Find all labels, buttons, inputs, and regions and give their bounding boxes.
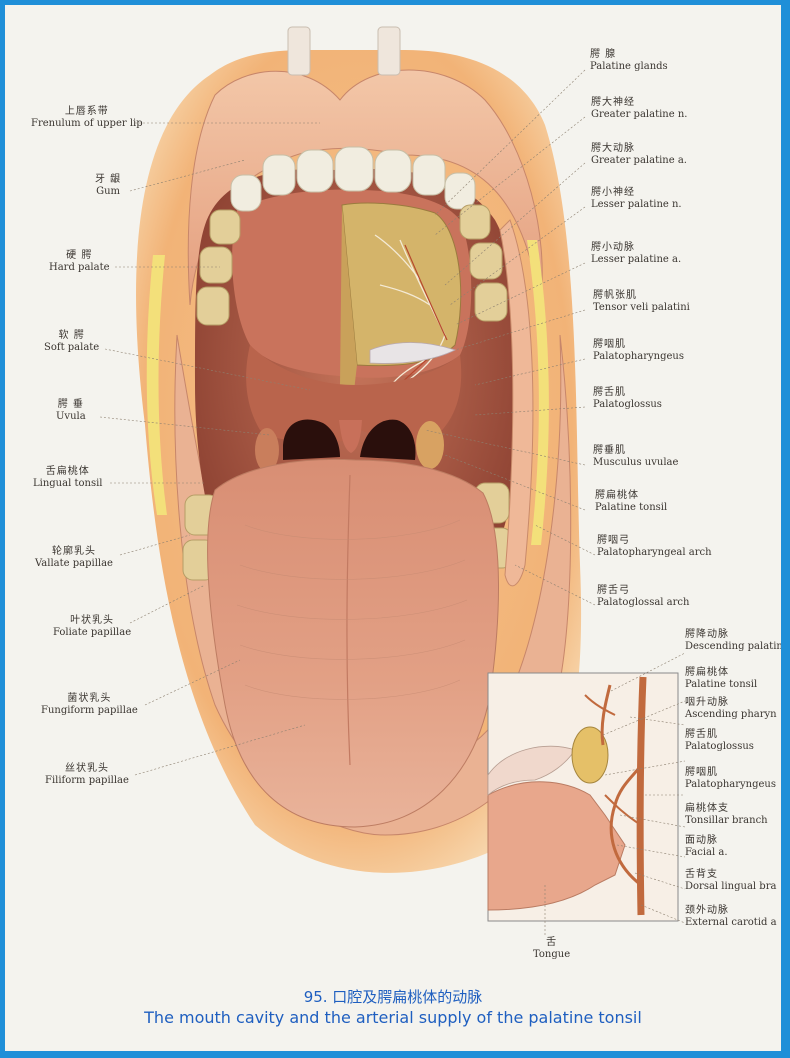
- label-vallate-papillae: 轮廓乳头 Vallate papillae: [35, 546, 113, 569]
- label-hard-palate: 硬 腭 Hard palate: [49, 250, 110, 273]
- right-leader-lines: [424, 69, 596, 606]
- label-soft-palate: 软 腭 Soft palate: [44, 330, 100, 353]
- label-facial-a: 面动脉 Facial a.: [685, 835, 728, 858]
- right-cheek-cut: [499, 219, 534, 587]
- label-descending-palatine: 腭降动脉 Descending palatin: [685, 629, 781, 652]
- label-lesser-palatine-n: 腭小神经 Lesser palatine n.: [591, 187, 682, 210]
- uvula-shape: [339, 420, 362, 453]
- label-palatine-glands: 腭 腺 Palatine glands: [590, 49, 668, 72]
- tongue-shape: [207, 458, 499, 828]
- pharynx-right: [360, 419, 416, 460]
- soft-palate-shape: [246, 345, 462, 445]
- label-lingual-tonsil: 舌扁桃体 Lingual tonsil: [33, 466, 103, 489]
- label-dorsal-lingual: 舌背支 Dorsal lingual bra: [685, 869, 777, 892]
- left-tonsil: [255, 428, 279, 472]
- label-gum: 牙 龈 Gum: [95, 174, 122, 197]
- left-leader-lines: [99, 122, 320, 776]
- label-external-carotid: 颈外动脉 External carotid a: [685, 905, 777, 928]
- label-tensor-veli-palatini: 腭帆张肌 Tensor veli palatini: [593, 290, 690, 313]
- figure-caption: 95. 口腔及腭扁桃体的动脉 The mouth cavity and the …: [5, 987, 781, 1029]
- retractor-left: [287, 26, 311, 76]
- label-frenulum: 上唇系带 Frenulum of upper lip: [31, 106, 143, 129]
- label-foliate-papillae: 叶状乳头 Foliate papillae: [53, 615, 132, 638]
- upper-molars: [196, 204, 508, 326]
- midline-strip: [340, 205, 357, 425]
- label-palatoglossal-arch: 腭舌弓 Palatoglossal arch: [597, 585, 690, 608]
- upper-teeth: [230, 146, 476, 212]
- label-filiform-papillae: 丝状乳头 Filiform papillae: [45, 763, 129, 786]
- label-palatoglossus: 腭舌肌 Palatoglossus: [593, 387, 662, 410]
- upper-lip: [187, 69, 543, 306]
- right-cheek-fat: [527, 240, 549, 545]
- tongue-texture: [236, 519, 468, 700]
- pharynx-left: [283, 419, 340, 460]
- label-greater-palatine-a: 腭大动脉 Greater palatine a.: [591, 143, 687, 166]
- caption-chinese: 95. 口腔及腭扁桃体的动脉: [303, 988, 483, 1006]
- label-palatopharyngeal-arch: 腭咽弓 Palatopharyngeal arch: [597, 535, 712, 558]
- caption-english: The mouth cavity and the arterial supply…: [144, 1008, 642, 1027]
- atlas-page: 上唇系带 Frenulum of upper lip 牙 龈 Gum 硬 腭 H…: [5, 5, 781, 1051]
- label-musculus-uvulae: 腭垂肌 Musculus uvulae: [593, 445, 679, 468]
- inset-panel: [487, 652, 686, 935]
- label-palatine-tonsil: 腭扁桃体 Palatine tonsil: [595, 490, 668, 513]
- label-ascending-pharyngeal: 咽升动脉 Ascending pharyn: [685, 697, 777, 720]
- tongue-median-sulcus: [346, 474, 351, 766]
- label-tonsillar-branch: 扁桃体支 Tonsillar branch: [685, 803, 768, 826]
- left-cheek-fat: [146, 255, 167, 515]
- label-inset-palatopharyngeus: 腭咽肌 Palatopharyngeus: [685, 767, 777, 790]
- label-inset-palatoglossus: 腭舌肌 Palatoglossus: [685, 729, 754, 752]
- retractor-right: [377, 26, 401, 76]
- label-uvula: 腭 垂 Uvula: [56, 399, 86, 422]
- label-greater-palatine-n: 腭大神经 Greater palatine n.: [591, 97, 688, 120]
- label-fungiform-papillae: 菌状乳头 Fungiform papillae: [41, 693, 138, 716]
- right-tonsil: [416, 421, 444, 469]
- palatine-glands-shape: [341, 202, 462, 367]
- tendon-shape: [369, 342, 457, 364]
- mouth-illustration: [99, 26, 686, 935]
- label-tongue: 舌 Tongue: [533, 937, 571, 960]
- label-lesser-palatine-a: 腭小动脉 Lesser palatine a.: [591, 242, 682, 265]
- label-inset-palatine-tonsil: 腭扁桃体 Palatine tonsil: [685, 667, 758, 690]
- label-palatopharyngeus: 腭咽肌 Palatopharyngeus: [593, 339, 685, 362]
